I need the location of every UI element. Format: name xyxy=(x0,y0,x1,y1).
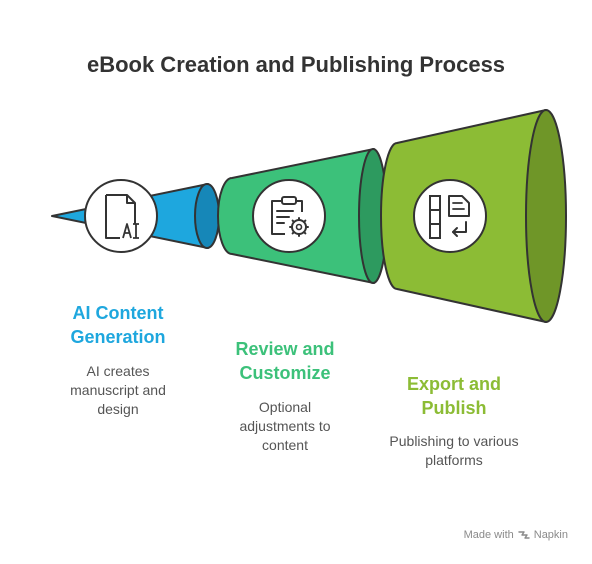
stage-2-description: Optional adjustments to content xyxy=(205,398,365,455)
stage-2-desc-line-1: Optional xyxy=(258,399,312,415)
stage-3-desc-line-1: Publishing to various xyxy=(389,433,519,449)
clipboard-gear-icon xyxy=(252,179,326,253)
footer-attribution[interactable]: Made with Napkin xyxy=(464,529,568,541)
stage-1-title-line-2: Generation xyxy=(70,327,166,347)
stage-1-desc-line-3: design xyxy=(97,401,139,417)
stage-2-title-line-1: Review and xyxy=(235,339,335,359)
stage-1-desc-line-2: manuscript and xyxy=(70,382,166,398)
stage-2-title-line-2: Customize xyxy=(239,363,331,383)
page-title: eBook Creation and Publishing Process xyxy=(86,52,506,77)
stage-1-desc-line-1: AI creates xyxy=(86,363,150,379)
made-with-label: Made with xyxy=(463,529,514,541)
export-document-icon xyxy=(413,179,487,253)
napkin-logo-icon xyxy=(518,531,530,539)
stage-2-desc-line-3: content xyxy=(262,437,308,453)
ai-document-icon xyxy=(84,179,158,253)
stage-3-title-line-1: Export and xyxy=(406,374,501,394)
stage-1-title: AI Content Generation xyxy=(48,301,188,349)
stage-2-title: Review and Customize xyxy=(205,337,365,385)
stage-1-title-line-1: AI Content xyxy=(72,303,164,323)
stage-2-desc-line-2: adjustments to xyxy=(239,418,331,434)
stage-3-desc-line-2: platforms xyxy=(425,452,483,468)
napkin-brand: Napkin xyxy=(533,529,568,541)
stage-3-title: Export and Publish xyxy=(374,372,534,420)
stage-1-description: AI creates manuscript and design xyxy=(48,362,188,419)
stage-3-description: Publishing to various platforms xyxy=(370,432,538,470)
stage-3-title-line-2: Publish xyxy=(421,398,487,418)
